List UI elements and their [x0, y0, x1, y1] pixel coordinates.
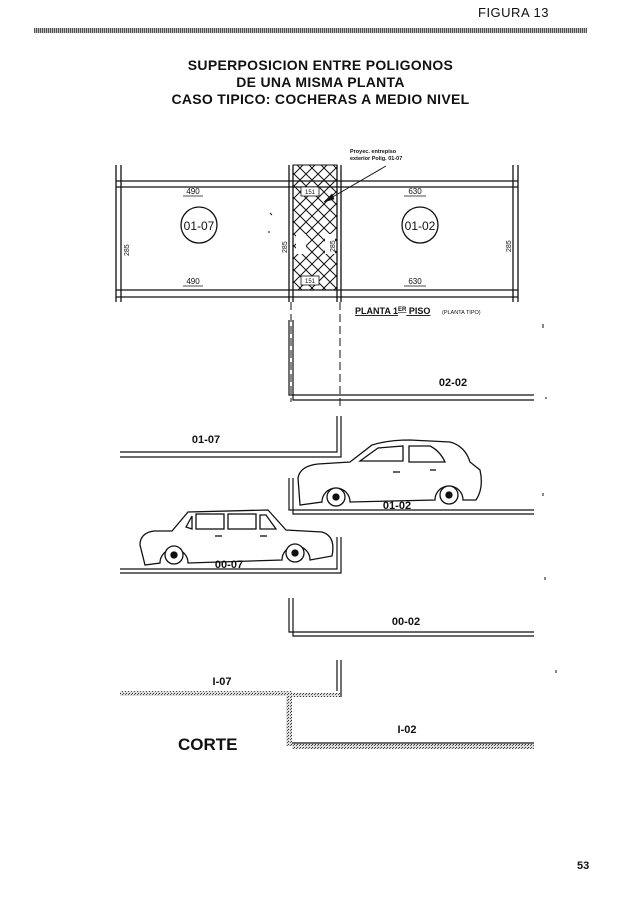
dimension-bottom-left: 490	[186, 277, 200, 286]
dimension-small-top: 151	[305, 190, 316, 196]
title-line-2: DE UNA MISMA PLANTA	[236, 74, 405, 90]
level-label-00-07: 00-07	[215, 559, 243, 571]
unit-label-right: 01-02	[405, 219, 436, 233]
page-number: 53	[577, 860, 590, 872]
car-sedan	[139, 509, 334, 566]
dimension-bottom-right: 630	[408, 277, 422, 286]
margin-marks	[542, 324, 557, 673]
level-label-00-02: 00-02	[392, 616, 420, 628]
annotation-note-line-2: exterior Polig. 01-07	[350, 156, 402, 162]
floor-plan	[115, 164, 519, 410]
section-drawing	[120, 320, 534, 744]
floor-label-suffix: PISO	[406, 306, 430, 316]
floor-label-prefix: PLANTA 1	[355, 306, 398, 316]
dimension-small-bottom: 151	[305, 279, 316, 285]
annotation-note-line-1: Proyec. entrepiso	[350, 149, 397, 155]
floor-plan-label: PLANTA 1ER PISO	[355, 306, 430, 316]
level-label-01-07: 01-07	[192, 434, 220, 446]
floor-plan-note: (PLANTA TIPO)	[442, 310, 481, 316]
page-title: SUPERPOSICION ENTRE POLIGONOS DE UNA MIS…	[0, 57, 641, 108]
ground-texture	[120, 691, 534, 749]
header-rule	[34, 28, 587, 33]
unit-label-left: 01-07	[184, 219, 215, 233]
dimension-right-side: 285	[506, 240, 513, 252]
figure-label: FIGURA 13	[478, 5, 549, 20]
level-label-01-02: 01-02	[383, 500, 411, 512]
section-title-corte: CORTE	[178, 735, 238, 754]
title-line-1: SUPERPOSICION ENTRE POLIGONOS	[187, 57, 454, 73]
level-label-i-07: I-07	[213, 676, 232, 688]
dimension-left-side: 285	[124, 244, 131, 256]
dimension-top-right: 630	[408, 187, 422, 196]
level-label-i-02: I-02	[398, 724, 417, 736]
section-labels: 02-02 01-07 01-02 00-07 00-02 I-07 I-02 …	[178, 377, 467, 754]
dimension-top-left: 490	[186, 187, 200, 196]
plan-labels: 01-07 01-02 490 630 490 630 285 285 285 …	[124, 149, 513, 316]
level-label-02-02: 02-02	[439, 377, 467, 389]
dimension-mid-left: 285	[282, 241, 289, 253]
floor-label-superscript: ER	[398, 307, 407, 313]
title-line-3: CASO TIPICO: COCHERAS A MEDIO NIVEL	[171, 91, 470, 107]
car-hatchback	[297, 439, 482, 507]
dimension-mid-right: 285	[330, 240, 337, 252]
